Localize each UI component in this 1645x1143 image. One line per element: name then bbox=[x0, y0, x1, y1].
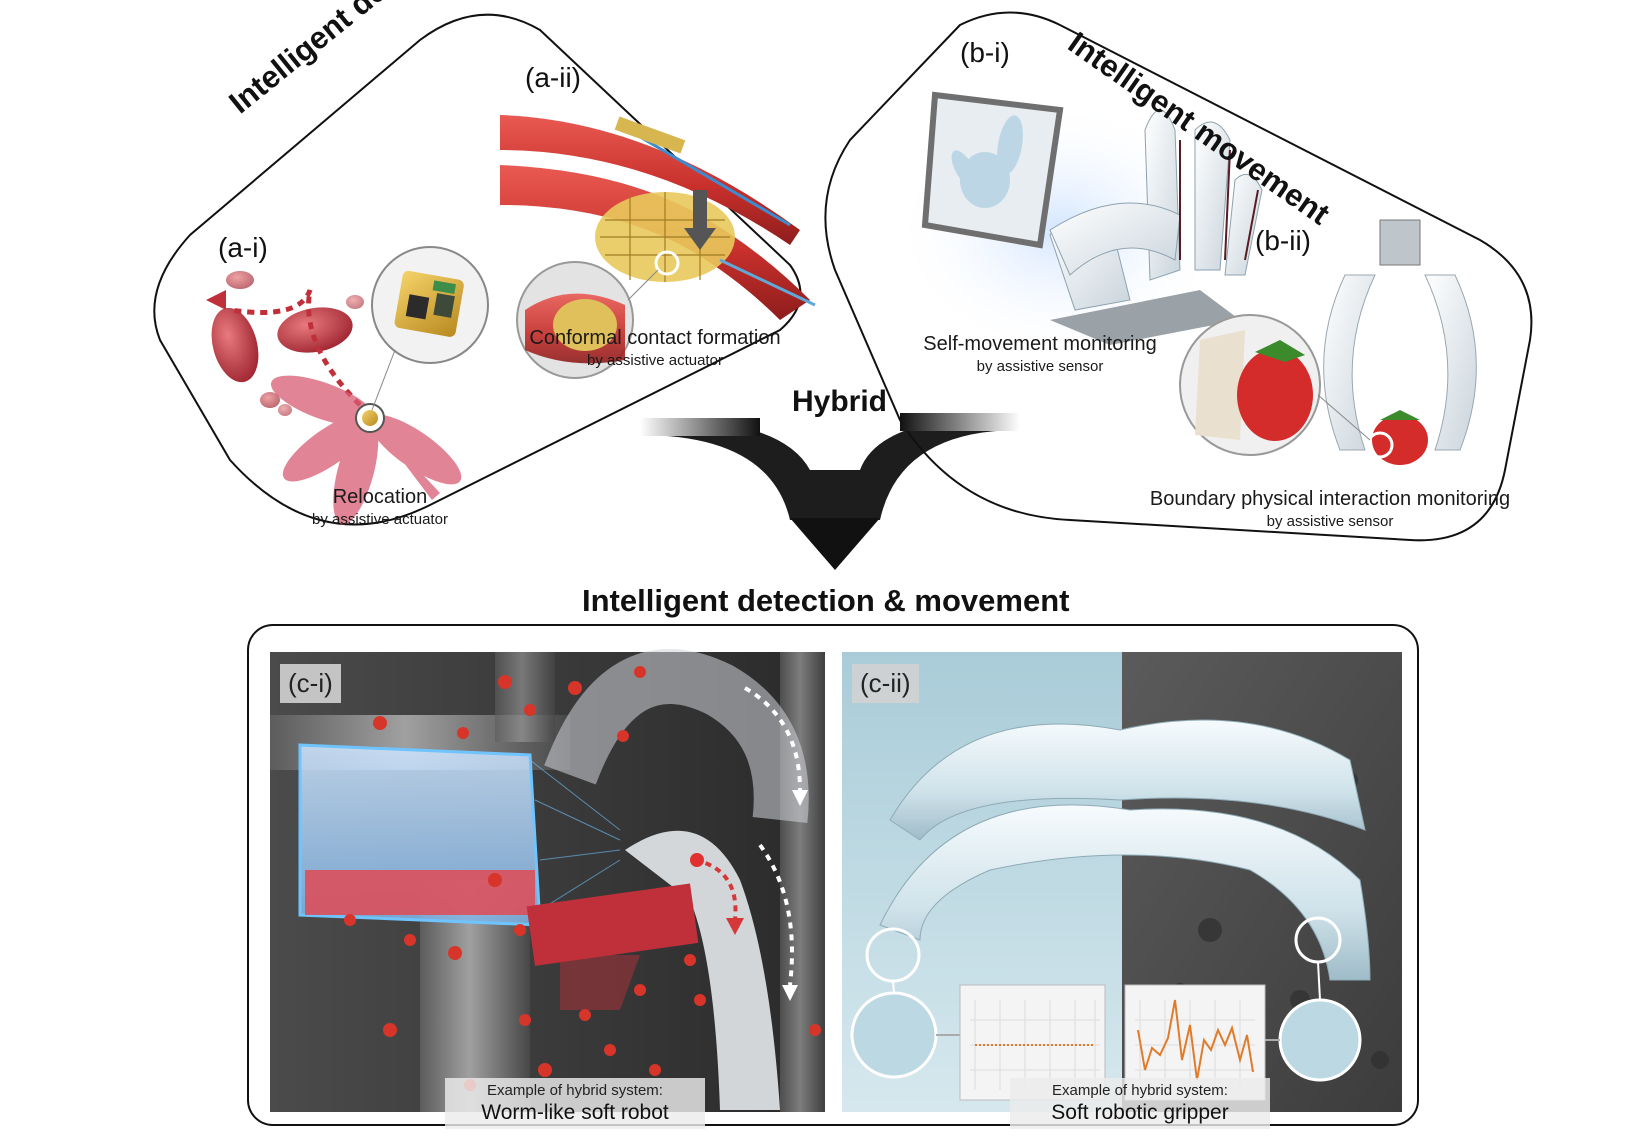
b-ii-label: (b-ii) bbox=[1255, 225, 1311, 256]
c-i-example-text: Example of hybrid system: bbox=[487, 1082, 663, 1099]
combined-title: Intelligent detection & movement bbox=[582, 583, 1070, 618]
a-ii-caption: Conformal contact formation by assistive… bbox=[500, 327, 810, 369]
combined-box bbox=[247, 624, 1419, 1126]
b-ii-caption-sub: by assistive sensor bbox=[1266, 513, 1394, 530]
c-i-label: (c-i) bbox=[280, 664, 341, 703]
c-ii-example-box: Example of hybrid system: Soft robotic g… bbox=[1010, 1078, 1270, 1130]
b-i-caption-main: Self-movement monitoring bbox=[923, 333, 1157, 355]
b-ii-caption-main: Boundary physical interaction monitoring bbox=[1149, 488, 1511, 510]
detection-region-outline bbox=[153, 13, 802, 526]
a-ii-caption-sub: by assistive actuator bbox=[587, 352, 723, 369]
b-i-illustration bbox=[890, 91, 1263, 360]
b-ii-caption: Boundary physical interaction monitoring… bbox=[1110, 488, 1550, 530]
a-i-caption-main: Relocation bbox=[332, 486, 428, 508]
b-i-caption-sub: by assistive sensor bbox=[976, 358, 1104, 375]
b-ii-illustration bbox=[1179, 219, 1477, 465]
c-ii-example-text: Example of hybrid system: bbox=[1052, 1082, 1228, 1099]
c-i-example-box: Example of hybrid system: Worm-like soft… bbox=[445, 1078, 705, 1130]
c-ii-label: (c-ii) bbox=[852, 664, 919, 703]
a-i-label: (a-i) bbox=[218, 232, 268, 263]
hybrid-label: Hybrid bbox=[792, 385, 888, 418]
a-i-caption: Relocation by assistive actuator bbox=[260, 486, 500, 528]
a-ii-caption-main: Conformal contact formation bbox=[529, 327, 781, 349]
b-i-label: (b-i) bbox=[960, 37, 1010, 68]
c-ii-illustration bbox=[842, 652, 1402, 1112]
a-i-illustration bbox=[206, 246, 489, 525]
c-i-system-name: Worm-like soft robot bbox=[481, 1101, 669, 1124]
a-i-caption-sub: by assistive actuator bbox=[312, 511, 448, 528]
b-i-caption: Self-movement monitoring by assistive se… bbox=[890, 333, 1190, 375]
a-ii-label: (a-ii) bbox=[525, 62, 581, 93]
c-i-illustration bbox=[270, 649, 825, 1112]
a-ii-illustration bbox=[500, 115, 816, 379]
movement-region-outline bbox=[824, 11, 1533, 542]
hybrid-arrow bbox=[640, 413, 1020, 570]
c-ii-system-name: Soft robotic gripper bbox=[1051, 1101, 1229, 1124]
